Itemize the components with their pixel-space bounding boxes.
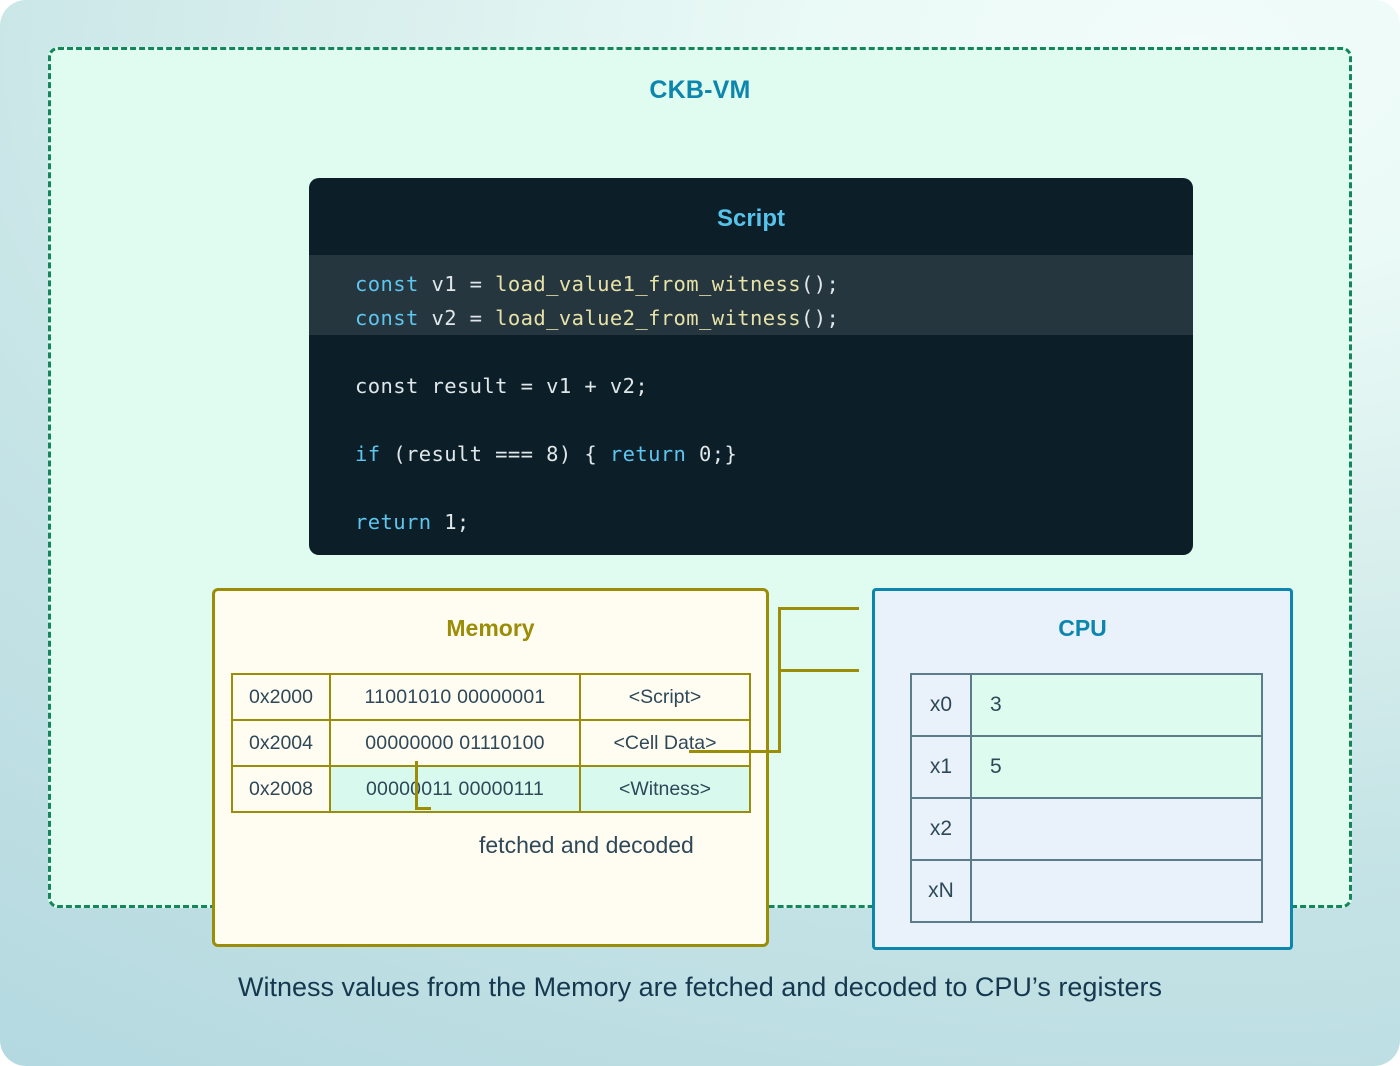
diagram-caption: Witness values from the Memory are fetch… (238, 972, 1162, 1002)
code-text: const result = v1 + v2; (355, 374, 649, 398)
code-blank-line (355, 335, 1193, 369)
code-keyword: if (355, 442, 381, 466)
connector-label: fetched and decoded (479, 832, 694, 858)
table-row: 0x2000 11001010 00000001 <Script> (231, 673, 751, 721)
cpu-panel: CPU x0 3 x1 5 x2 xN (872, 588, 1293, 950)
memory-bits: 11001010 00000001 (329, 673, 581, 721)
register-value (970, 797, 1263, 861)
memory-panel: Memory 0x2000 11001010 00000001 <Script>… (212, 588, 769, 947)
connector-witness-drop (415, 761, 418, 810)
cpu-title: CPU (1058, 615, 1107, 641)
register-row-x0: x0 3 (910, 673, 1263, 737)
connector-trunk-vertical (778, 607, 781, 753)
code-line-2: const v2 = load_value2_from_witness(); (355, 301, 1193, 335)
code-text: (); (800, 306, 840, 330)
code-blank-line (355, 471, 1193, 505)
register-row-xn: xN (910, 859, 1263, 923)
memory-address: 0x2000 (231, 673, 331, 721)
cpu-register-table: x0 3 x1 5 x2 xN (910, 673, 1263, 923)
ckb-vm-container: CKB-VM Script const v1 = load_value1_fro… (48, 47, 1352, 950)
memory-address: 0x2004 (231, 719, 331, 767)
register-name: x1 (910, 735, 972, 799)
register-value (970, 859, 1263, 923)
code-text: (); (800, 272, 840, 296)
code-function: load_value1_from_witness (495, 272, 801, 296)
code-blank-line (355, 403, 1193, 437)
memory-label: <Witness> (579, 765, 751, 813)
connector-branch-x0 (778, 607, 859, 610)
code-text: 0;} (686, 442, 738, 466)
code-line-3: const result = v1 + v2; (355, 369, 1193, 403)
memory-bits: 00000011 00000111 (329, 765, 581, 813)
memory-address: 0x2008 (231, 765, 331, 813)
register-value: 5 (970, 735, 1263, 799)
code-keyword: const (355, 306, 419, 330)
register-row-x1: x1 5 (910, 735, 1263, 799)
connector-branch-x1 (778, 669, 859, 672)
connector-label-to-trunk (689, 750, 781, 753)
register-name: xN (910, 859, 972, 923)
script-panel: Script const v1 = load_value1_from_witne… (309, 178, 1193, 555)
code-function: load_value2_from_witness (495, 306, 801, 330)
code-text: v2 = (418, 306, 496, 330)
code-text: 1; (431, 510, 470, 534)
code-text: (result === 8) { (380, 442, 610, 466)
register-value: 3 (970, 673, 1263, 737)
register-name: x2 (910, 797, 972, 861)
code-text: v1 = (418, 272, 496, 296)
code-line-1: const v1 = load_value1_from_witness(); (355, 267, 1193, 301)
table-row-witness: 0x2008 00000011 00000111 <Witness> (231, 765, 751, 813)
code-keyword: return (609, 442, 687, 466)
memory-label: <Script> (579, 673, 751, 721)
code-keyword: return (355, 510, 432, 534)
code-area: const v1 = load_value1_from_witness(); c… (309, 255, 1193, 555)
memory-label: <Cell Data> (579, 719, 751, 767)
memory-bits: 00000000 01110100 (329, 719, 581, 767)
register-name: x0 (910, 673, 972, 737)
code-line-5: return 1; (355, 505, 1193, 539)
connector-witness-elbow (415, 807, 431, 810)
register-row-x2: x2 (910, 797, 1263, 861)
code-lines: const v1 = load_value1_from_witness(); c… (309, 267, 1193, 539)
ckb-vm-title: CKB-VM (649, 76, 751, 104)
code-keyword: const (355, 272, 419, 296)
memory-table: 0x2000 11001010 00000001 <Script> 0x2004… (231, 673, 751, 813)
memory-title: Memory (446, 615, 535, 641)
code-line-4: if (result === 8) { return 0;} (355, 437, 1193, 471)
table-row: 0x2004 00000000 01110100 <Cell Data> (231, 719, 751, 767)
code-highlight-band (309, 255, 1193, 335)
script-title: Script (716, 205, 785, 232)
